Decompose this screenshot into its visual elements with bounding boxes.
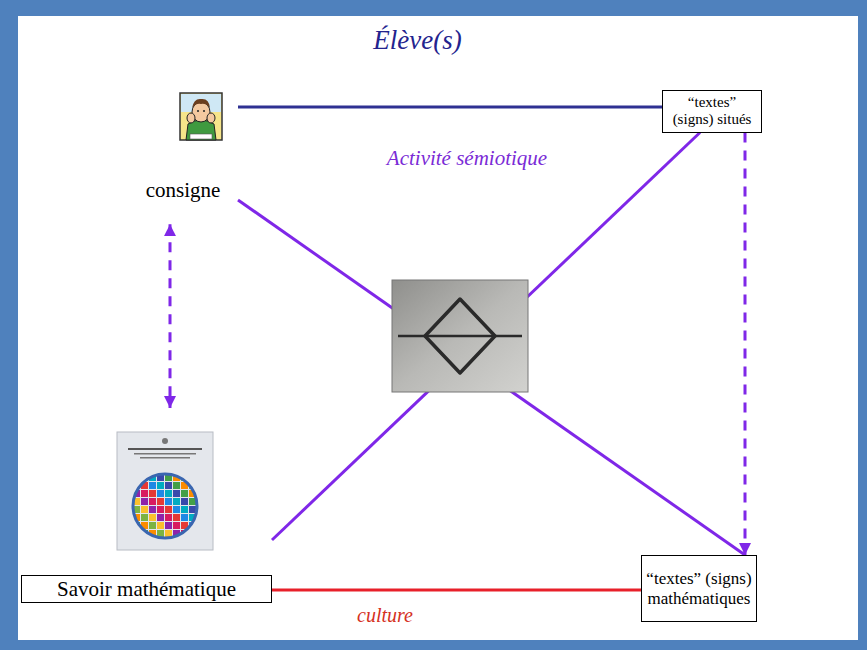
mosaic-tile — [181, 506, 188, 513]
mosaic-tile — [157, 498, 164, 505]
mosaic-tile — [157, 490, 164, 497]
mosaic-tile — [189, 474, 196, 481]
cover-ring — [133, 474, 197, 538]
cover-title-line — [128, 448, 202, 450]
edge-label: culture — [345, 603, 425, 627]
icon-eye — [197, 110, 199, 112]
mosaic-tile — [181, 498, 188, 505]
mosaic-tile — [173, 514, 180, 521]
tile-diamond — [425, 299, 495, 373]
sign-tile-picture — [392, 280, 528, 392]
node-text: “textes” (signs) situés — [667, 94, 757, 129]
cover-title-line — [134, 453, 196, 455]
diagram-title: Élève(s) — [300, 24, 535, 56]
node-text: “textes” (signs) mathématiques — [646, 569, 752, 608]
mosaic-tile — [165, 498, 172, 505]
mosaic-tile — [165, 522, 172, 529]
instruction-node: consigne — [128, 90, 238, 224]
diagonal-link — [272, 133, 700, 541]
situated-signs-box: “textes” (signs) situés — [662, 90, 762, 133]
cover-logo — [162, 438, 168, 444]
student-icon — [180, 93, 222, 140]
icon-paper — [190, 134, 212, 139]
icon-hand — [187, 113, 195, 123]
mosaic-tile — [149, 490, 156, 497]
cover-sheet — [117, 432, 213, 550]
mosaic-tile — [173, 506, 180, 513]
mosaic-tile — [165, 482, 172, 489]
mosaic-tile — [141, 498, 148, 505]
semiotic-link — [238, 106, 662, 109]
cover-title-line — [140, 457, 190, 459]
math-signs-box: “textes” (signs) mathématiques — [641, 555, 757, 622]
mosaic-tile — [165, 506, 172, 513]
white-panel — [18, 16, 858, 640]
dashed-arrow — [744, 133, 747, 556]
tile-line — [398, 335, 522, 338]
dashed-arrow — [169, 224, 172, 408]
mosaic-tile — [157, 514, 164, 521]
activity-label: Activité sémiotique — [352, 146, 582, 171]
icon-eye — [203, 110, 205, 112]
mosaic-tile — [141, 490, 148, 497]
mosaic-tile — [181, 514, 188, 521]
mosaic-tile — [149, 482, 156, 489]
mosaic-tile — [157, 482, 164, 489]
mosaic-tile — [149, 514, 156, 521]
mosaic-tile — [181, 490, 188, 497]
tile — [392, 280, 528, 392]
mosaic-tile — [173, 522, 180, 529]
mosaic-tile — [157, 522, 164, 529]
mosaic-tile — [141, 514, 148, 521]
mosaic-tile — [133, 530, 140, 537]
culture-link — [272, 589, 641, 592]
node-text: Savoir mathématique — [21, 575, 272, 603]
icon-hair — [192, 99, 210, 108]
mosaic-tile — [173, 498, 180, 505]
mosaic-tile — [157, 506, 164, 513]
mosaic-tile — [173, 490, 180, 497]
node-text: consigne — [128, 178, 238, 202]
cover-mosaic — [133, 474, 196, 537]
icon-hand — [207, 113, 215, 123]
mosaic-tile — [149, 522, 156, 529]
mosaic-tile — [165, 490, 172, 497]
mosaic-tile — [141, 506, 148, 513]
mosaic-tile — [133, 474, 140, 481]
mosaic-tile — [165, 514, 172, 521]
book-cover — [117, 432, 213, 550]
icon-frame — [180, 93, 222, 140]
mosaic-tile — [149, 506, 156, 513]
mosaic-tile — [149, 498, 156, 505]
mosaic-tile — [173, 482, 180, 489]
mosaic-tile — [189, 530, 196, 537]
knowledge-node: Savoir mathématique — [21, 408, 272, 603]
